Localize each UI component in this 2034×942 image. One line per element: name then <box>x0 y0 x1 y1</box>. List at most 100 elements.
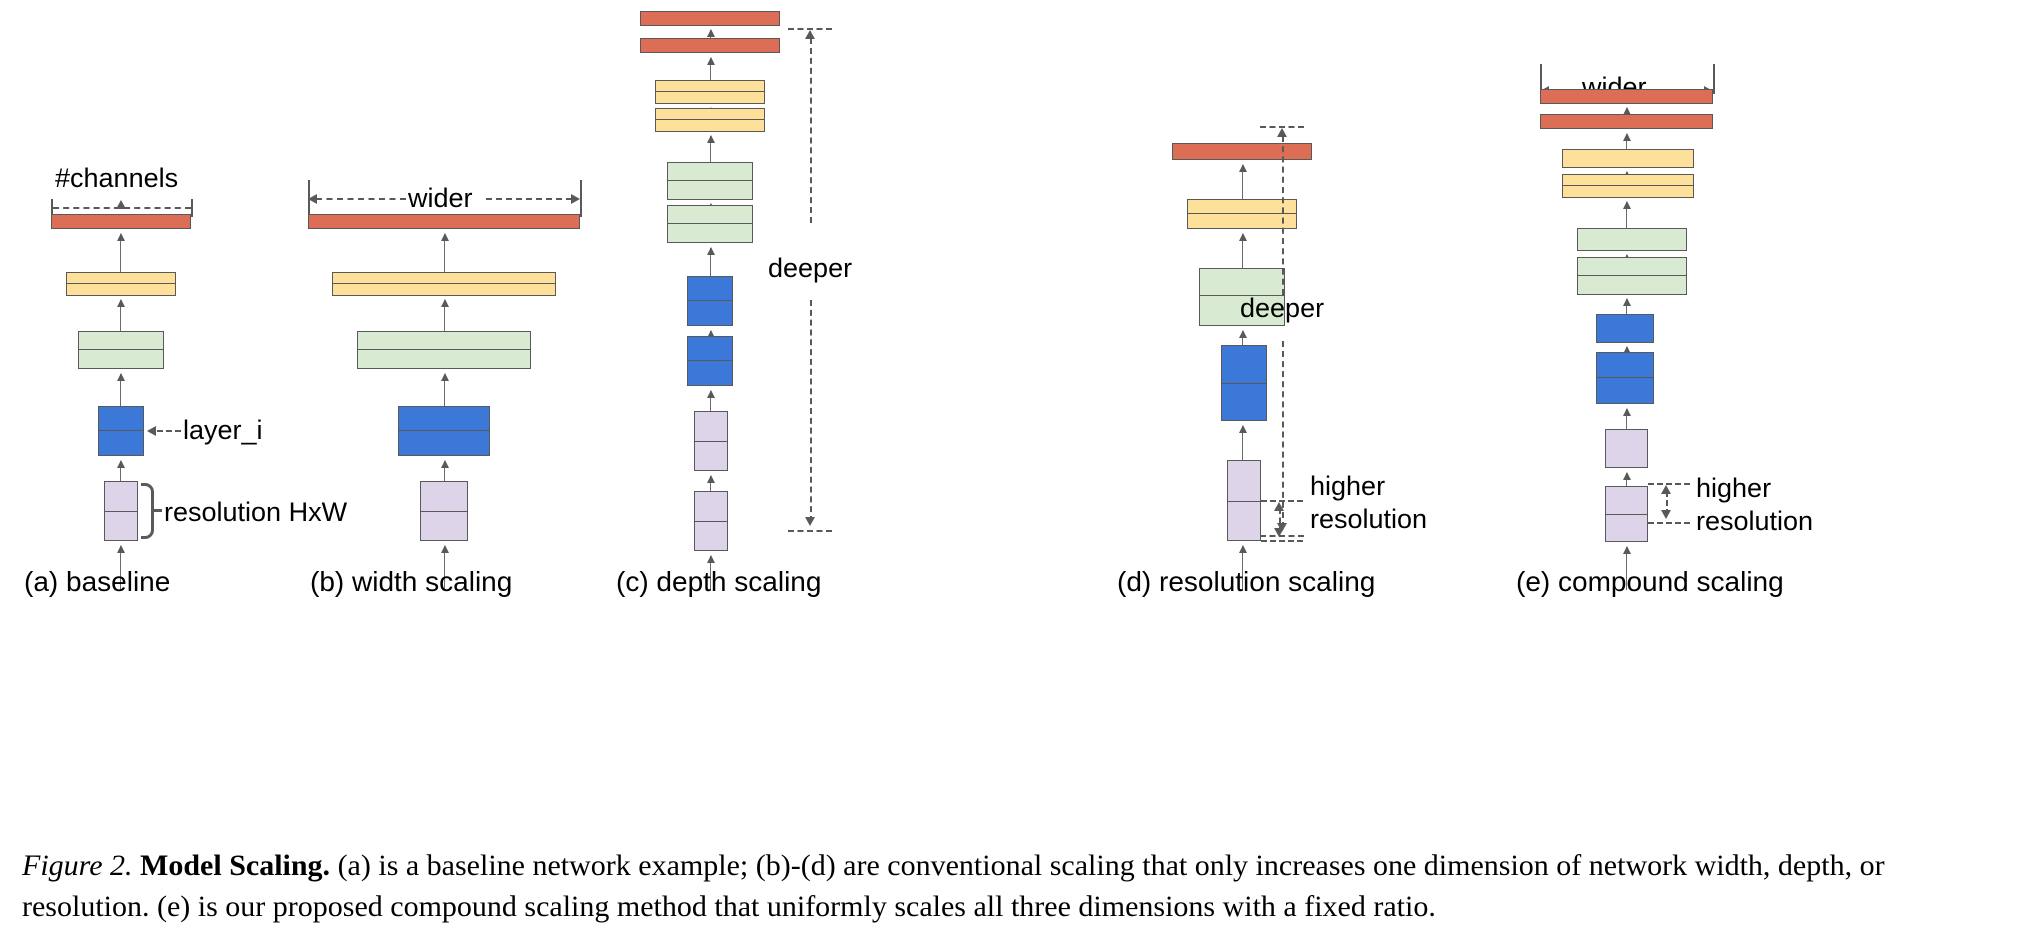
block-red-top <box>1540 89 1713 104</box>
arrow-yellow-to-red <box>440 233 449 281</box>
block-divider <box>333 283 555 284</box>
arrow-blue2-to-blue1 <box>706 330 715 339</box>
arrow-purple-to-blue <box>440 460 449 483</box>
block-purple-upper <box>1605 429 1648 468</box>
block-divider <box>668 180 752 181</box>
higher-res-tick-bottom <box>1261 540 1303 542</box>
panel-e-compound-scaling: wider <box>1240 0 1813 800</box>
arrow-green-to-yellow <box>706 135 715 164</box>
arrow-purple2-to-purple1 <box>706 475 715 494</box>
block-divider <box>1222 383 1266 384</box>
arrow-purple-to-blue <box>116 460 125 483</box>
layer-i-label: layer_i <box>183 415 263 445</box>
arrow-purple-to-blue <box>1238 425 1247 463</box>
panel-b-title: (b) width scaling <box>310 566 513 597</box>
arrow-purple-to-blue <box>706 390 715 414</box>
arrow-blue2-to-blue1 <box>1622 346 1631 356</box>
arrow-green-to-yellow <box>1622 201 1631 234</box>
channels-label: #channels <box>55 163 179 193</box>
higher-resolution-label-line2: resolution <box>1310 504 1428 534</box>
block-divider <box>1228 501 1260 502</box>
block-purple <box>104 481 138 541</box>
caption-figure-number: Figure 2. <box>22 849 133 882</box>
deeper-tick-top <box>788 28 832 30</box>
block-green <box>357 331 531 369</box>
block-green <box>1199 268 1285 326</box>
block-divider <box>67 283 175 284</box>
arrow-yellow-to-red <box>1238 164 1247 217</box>
wider-tick-right <box>1713 64 1715 94</box>
block-blue-upper <box>1596 314 1654 343</box>
deeper-measure-line-upper <box>810 38 812 223</box>
block-divider <box>668 223 752 224</box>
layer-i-pointer-line <box>157 430 181 432</box>
block-yellow <box>332 272 556 296</box>
wider-measure-line-left <box>316 198 406 200</box>
deeper-arrow-head-top <box>1277 128 1287 137</box>
block-divider <box>656 91 764 92</box>
block-purple <box>1605 486 1648 542</box>
panel-a-title: (a) baseline <box>24 566 171 597</box>
block-divider <box>99 430 143 431</box>
block-blue <box>98 406 144 456</box>
block-divider <box>421 511 467 512</box>
arrow-input <box>706 555 715 590</box>
block-divider <box>688 300 732 301</box>
block-divider <box>1200 295 1284 296</box>
channels-tick-right <box>191 199 193 217</box>
arrow-input <box>1238 545 1247 590</box>
resolution-brace-nub <box>152 509 162 512</box>
channels-arrow-head <box>116 200 126 209</box>
arrow-green-to-yellow <box>440 299 449 332</box>
block-red <box>51 214 191 229</box>
block-red <box>1172 143 1312 160</box>
channels-tick-left <box>51 199 53 217</box>
caption-body: (a) is a baseline network example; (b)-(… <box>22 849 1885 923</box>
block-green <box>667 205 753 243</box>
higher-res-arrow-head-bottom <box>1274 528 1284 537</box>
block-divider <box>695 521 727 522</box>
deeper-label: deeper <box>1240 293 1325 323</box>
block-yellow <box>1562 174 1694 198</box>
block-yellow <box>655 108 765 132</box>
arrow-green-to-yellow <box>116 299 125 332</box>
block-yellow <box>66 272 176 296</box>
block-red <box>1540 114 1713 129</box>
higher-res-measure-line <box>1279 508 1281 533</box>
block-blue <box>1596 352 1654 404</box>
wider-arrow-head-right <box>571 194 580 204</box>
block-divider <box>656 119 764 120</box>
block-divider <box>358 349 530 350</box>
block-divider <box>1597 377 1653 378</box>
higher-res-arrow-head-top <box>1274 502 1284 511</box>
higher-resolution-label-line1: higher <box>1696 473 1772 503</box>
deeper-label: deeper <box>768 253 853 283</box>
block-blue <box>398 406 490 456</box>
block-divider <box>79 349 163 350</box>
deeper-tick-bottom <box>1260 535 1304 537</box>
deeper-measure-line-lower <box>810 300 812 522</box>
block-divider <box>399 430 489 431</box>
deeper-measure-line-lower <box>1282 341 1284 528</box>
block-divider <box>1188 213 1296 214</box>
block-green-upper <box>1577 228 1687 251</box>
deeper-arrow-head-bottom <box>805 517 815 526</box>
wider-tick-right <box>580 180 582 217</box>
arrow-purple-to-blue <box>1622 408 1631 436</box>
arrow-blue-to-green <box>706 247 715 278</box>
arrow-green-to-yellow <box>1238 233 1247 277</box>
block-divider <box>695 441 727 442</box>
block-divider <box>1578 275 1686 276</box>
block-red <box>640 38 780 53</box>
arrow-blue-to-green <box>116 373 125 407</box>
block-green-upper <box>667 162 753 200</box>
higher-res-measure-line <box>1666 491 1668 515</box>
arrow-yellow-to-red <box>706 57 715 83</box>
block-red-top <box>640 11 780 26</box>
deeper-arrow-head-bottom <box>1277 523 1287 532</box>
block-blue <box>1221 345 1267 421</box>
block-divider <box>105 511 137 512</box>
block-blue <box>687 336 733 386</box>
wider-measure-line-right <box>486 198 572 200</box>
